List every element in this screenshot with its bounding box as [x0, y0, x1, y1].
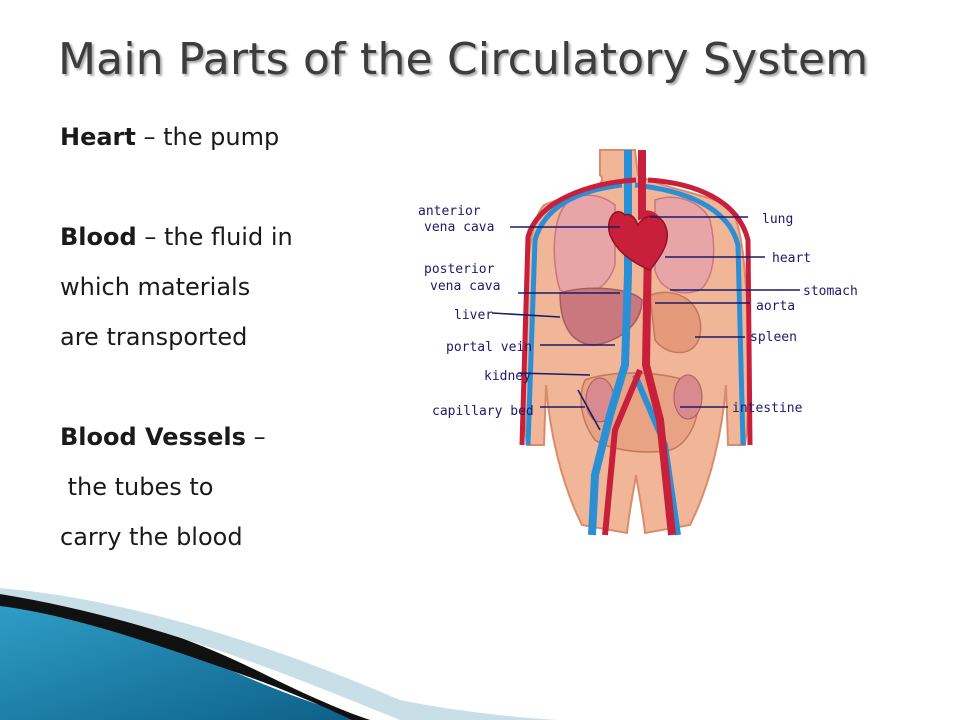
arm-vein-right	[634, 182, 746, 446]
definition-blood-text-3: are transported	[60, 323, 248, 351]
definition-vessels: Blood Vessels –	[60, 423, 266, 451]
right-kidney	[673, 374, 703, 420]
label-posterior-vena-cava: vena cava	[430, 279, 500, 294]
definition-blood-text-2: which materials	[60, 273, 251, 301]
label-intestine: intestine	[732, 401, 803, 416]
definitions-text: Heart – the pump Blood – the fluid in wh…	[60, 112, 380, 562]
circulatory-system-diagram: anterior vena cava posterior vena cava l…	[418, 149, 858, 536]
label-kidney: kidney	[484, 369, 531, 384]
definition-blood-text-1: the fluid in	[163, 223, 293, 251]
label-anterior-vena-cava: vena cava	[424, 220, 494, 235]
definition-blood: Blood – the fluid in	[60, 223, 293, 251]
arm-artery-left	[519, 177, 637, 446]
leg-artery-left	[602, 368, 643, 536]
label-spleen: spleen	[750, 330, 797, 345]
label-lung: lung	[762, 212, 793, 227]
decorative-corner-swoosh	[0, 588, 560, 720]
label-liver: liver	[454, 308, 493, 323]
label-posterior: posterior	[424, 262, 495, 277]
definition-heart: Heart – the pump	[60, 123, 280, 151]
arm-artery-right	[647, 177, 753, 446]
slide-title: Main Parts of the Circulatory System	[58, 34, 869, 85]
label-leader-lines	[491, 216, 800, 431]
right-lung	[654, 196, 715, 294]
label-capillary-bed: capillary bed	[432, 404, 534, 419]
term-blood: Blood	[60, 223, 137, 251]
label-portal-vein: portal vein	[446, 340, 532, 355]
label-heart: heart	[772, 251, 811, 266]
arm-vein-left	[525, 182, 623, 446]
definition-heart-text: the pump	[163, 123, 280, 151]
term-blood-vessels: Blood Vessels	[60, 423, 246, 451]
label-anterior: anterior	[418, 204, 481, 219]
heart-organ	[608, 211, 669, 271]
label-aorta: aorta	[756, 299, 795, 314]
term-heart: Heart	[60, 123, 136, 151]
definition-vessels-text-1: the tubes to	[60, 473, 214, 501]
liver-organ	[559, 287, 643, 346]
left-lung	[553, 194, 616, 296]
stomach-organ	[649, 291, 702, 354]
definition-vessels-text-2: carry the blood	[60, 523, 243, 551]
label-stomach: stomach	[803, 284, 858, 299]
